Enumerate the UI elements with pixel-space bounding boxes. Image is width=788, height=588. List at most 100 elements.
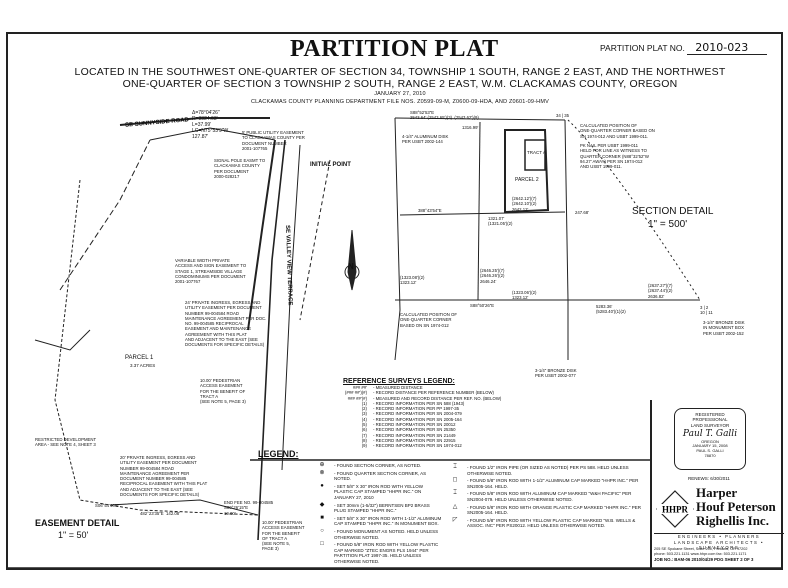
legend-item: ●- SET 5/8" X 30" IRON ROD WITH YELLOW P… [316, 482, 443, 501]
legend-item: ⊗- FOUND QUARTER SECTION CORNER, AS NOTE… [316, 469, 443, 482]
section-mid-line [477, 121, 481, 301]
monument-symbol-icon: ◻ [452, 477, 458, 484]
monument-symbol-icon: ○ [320, 527, 324, 534]
reference-description: - MEASURED AND RECORD DISTANCE PER REF. … [373, 395, 502, 401]
reference-legend-row: (7) - RECORD INFORMATION PER SN 21449 [343, 433, 501, 438]
se-disk-note: 3-1/4" BRONZE DISK IN MONUMENT BOX PER U… [703, 320, 745, 336]
valley-view-row [281, 144, 301, 471]
monument-symbol-icon: ⊗ [319, 469, 325, 476]
reference-symbol: (1) [361, 400, 367, 406]
sunnyside-road-line [119, 117, 270, 126]
dim-1323b: (1323.06')(2) 1323.12' [512, 290, 537, 301]
monument-symbol-icon: □ [320, 541, 324, 548]
reference-description: - RECORD INFORMATION PER SN 588 (1943) [373, 400, 465, 406]
section-midwest [399, 211, 566, 216]
signal-pole-note: SIGNAL POLE EASMT TO CLACKAMAS COUNTY PE… [214, 158, 266, 179]
legend-description: - FOUND 5/8" IRON ROD WITH ORANGE PLASTI… [467, 504, 641, 516]
legend-item: ■ - SET 5/8" X 30" IRON ROD WITH 1-1/2" A… [316, 514, 443, 527]
reference-legend-row: (8)- RECORD INFORMATION PER SN 22915 [343, 438, 501, 443]
curve-data: Δ=78°04'26" R=3324.63' L=37.99' LC=N75°5… [192, 110, 229, 140]
variable-width-note: VARIABLE WIDTH PRIVATE ACCESS AND SIGN E… [175, 258, 247, 285]
dim-1316: 1316.99' [462, 125, 479, 130]
legend-item: ◻ - FOUND 5/8" IRON ROD WITH 1-1/2" ALUMI… [449, 477, 645, 489]
sheet-border [6, 32, 783, 570]
firm-name-3: Righellis Inc. [696, 513, 769, 528]
north-label: N [348, 262, 354, 271]
firm-name-2: Houf Peterson [696, 499, 776, 514]
legend-left-column: ⊕- FOUND SECTION CORNER, AS NOTED.⊗- FOU… [316, 462, 443, 567]
legend-title: LEGEND: [258, 449, 299, 459]
monument-symbol-icon: ● [320, 482, 324, 489]
arc-line [567, 119, 701, 301]
monument-symbol-icon: ⌶ [453, 464, 457, 470]
section-detail-scale: 1" = 500' [648, 219, 688, 230]
east-boundary [247, 139, 276, 331]
legend-description: - FOUND 1/2" IRON PIPE (OR SIZED AS NOTE… [467, 465, 629, 476]
page-title: PARTITION PLAT [290, 36, 499, 62]
public-utility-note: 5' PUBLIC UTILITY EASEMENT TO CLACKAMAS … [242, 130, 305, 151]
monument-symbol-icon: ⊕ [319, 462, 325, 468]
legend-item: ◆- SET 30mm (1-5/32") BERNTSEN BP2 BRASS… [316, 502, 443, 514]
legend-item: □ - FOUND 5/8" IRON ROD WITH YELLOW PLAST… [316, 541, 443, 564]
logo-text: HHPR [662, 505, 688, 515]
legend-description: - SET 5/8" X 30" IRON ROD WITH 1-1/2" AL… [334, 515, 442, 527]
s-disk-note: 3-1/4" BRONZE DISK PER USBT 2002-077 [535, 368, 577, 379]
hhpr-logo: HHPR [656, 490, 694, 528]
reference-legend-title: REFERENCE SURVEYS LEGEND: [343, 378, 455, 385]
pedestrian-note-a: 10.00' PEDESTRIAN ACCESS EASEMENT FOR TH… [200, 378, 246, 405]
monument-symbol-icon: △ [452, 503, 458, 510]
south-dimension: 482°23'35"E 142.08' [140, 511, 181, 516]
nw-disk-note: 4-1/4" ALUMINUM DISK PER USBT 2002-144 [402, 134, 449, 145]
reference-description: - RECORD INFORMATION PER SN 20012 [373, 422, 456, 428]
curve-detail [34, 329, 91, 351]
job-number: JOB NO.: BAM-06 2010/04/29 PDG SHEET 2 O… [654, 557, 754, 562]
legend-item: ⊕- FOUND SECTION CORNER, AS NOTED. [316, 462, 443, 469]
bearing-bottom: S88°50'26"E [470, 303, 495, 308]
tract-a-outline [524, 139, 546, 171]
calc-sw-note: CALCULATED POSITION OF ONE-QUARTER CORNE… [400, 312, 457, 328]
fee-number-note: END FEE NO. 99-004585 S80°26'15"E 10.00' [224, 500, 274, 516]
disciplines-line-2: LANDSCAPE ARCHITECTS • SURVEYORS [673, 539, 765, 551]
location-line-1: LOCATED IN THE SOUTHWEST ONE-QUARTER OF … [74, 66, 726, 78]
restricted-note: RESTRICTED DEVELOPMENT AREA - SEE NOTE 4… [35, 437, 97, 448]
legend-description: - FOUND 5/8" IRON ROD WITH 1-1/2" ALUMIN… [467, 478, 639, 489]
reference-legend-row: (2)- RECORD INFORMATION PER PP 1997-35 [343, 406, 501, 411]
reference-description: - RECORD DISTANCE PER REFERENCE NUMBER (… [373, 390, 494, 396]
reference-symbol: (6) [361, 427, 367, 433]
dim-1323: (1323.08')(2) 1323.12' [400, 275, 425, 286]
initial-point-label: INITIAL POINT [310, 162, 351, 168]
reference-surveys-legend: REFERENCE SURVEYS LEGEND: ### ##' - MEASU… [343, 378, 501, 449]
reference-symbol: ### ##' [353, 385, 367, 390]
corner-label-se: 3 | 2 10 | 11 [700, 305, 713, 316]
section-east-line [564, 119, 569, 360]
reference-description: - RECORD INFORMATION PER SN 21449 [373, 432, 456, 438]
legend-right-column: ⌶ - FOUND 1/2" IRON PIPE (OR SIZED AS NOT… [449, 464, 645, 531]
monument-symbol-icon: ■ [320, 514, 324, 521]
reference-legend-row: (### ##')(#) - RECORD DISTANCE PER REFERE… [343, 390, 501, 395]
plat-date: JANUARY 27, 2010 [374, 91, 426, 97]
reference-symbol: (4) [361, 416, 367, 422]
legend-description: - FOUND 5/8" IRON ROD WITH YELLOW PLASTI… [467, 517, 636, 529]
dim-2637: (2637.27')(7) (2637.44')(2) 2636.82' [648, 283, 673, 299]
firm-phone: phone: 503.221.1131 www.hhpr.com fax: 50… [654, 552, 747, 556]
title-block: REGISTERED PROFESSIONAL LAND SURVEYOR Pa… [650, 400, 784, 570]
reference-legend-row: (5)- RECORD INFORMATION PER SN 20012 [343, 422, 501, 427]
pedestrian-note-b: 10.00' PEDESTRIAN ACCESS EASEMENT FOR TH… [262, 520, 305, 552]
reference-description: - RECORD INFORMATION PER SN 22915 [373, 437, 456, 443]
firm-address: 205 SE Spokane Street, Suite 200, Portla… [654, 547, 748, 551]
plat-number-value: 2010-023 [687, 41, 768, 55]
reference-description: - RECORD INFORMATION PER SN 1974-012 [373, 443, 462, 449]
south-line [109, 499, 259, 516]
reference-symbol: (9) [361, 443, 367, 449]
dim-5283: 5283.36' (5283.40')(1)(2) [596, 304, 626, 315]
reference-symbol: (### ##')(#) [344, 390, 367, 396]
file-numbers: CLACKAMAS COUNTY PLANNING DEPARTMENT FIL… [251, 99, 549, 105]
reference-symbol: (7) [361, 432, 367, 438]
north-arrow-icon [347, 229, 357, 291]
location-line-2: ONE-QUARTER OF SECTION 3 TOWNSHIP 2 SOUT… [122, 78, 678, 90]
legend-description: - FOUND 5/8" IRON ROD WITH YELLOW PLASTI… [334, 542, 439, 564]
legend-item: ○- FOUND MONUMENT AS NOTED. HELD UNLESS … [316, 527, 443, 540]
reference-description: - RECORD INFORMATION PER SN 25350 [373, 427, 456, 433]
section-north-line [394, 117, 566, 121]
